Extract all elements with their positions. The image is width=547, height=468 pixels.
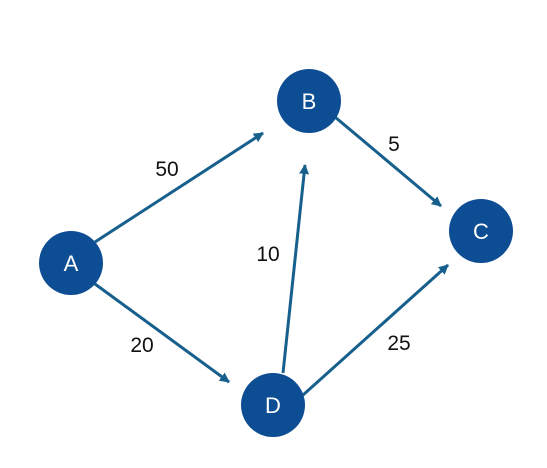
node-a-circle: [39, 231, 103, 295]
node-b-label: B: [302, 89, 317, 114]
edge-label-d-c: 25: [387, 332, 410, 355]
edge-label-a-b: 50: [155, 158, 178, 181]
node-b: B: [277, 69, 341, 133]
edges: [94, 115, 450, 397]
node-c: C: [449, 199, 513, 263]
edge-labels: 50 20 10 5 25: [130, 133, 410, 357]
edge-d-c: [301, 263, 450, 397]
node-a: A: [39, 231, 103, 295]
node-d-circle: [241, 373, 305, 437]
node-a-label: A: [64, 251, 79, 276]
node-d: D: [241, 373, 305, 437]
node-b-circle: [277, 69, 341, 133]
edge-label-d-b: 10: [256, 243, 279, 266]
node-c-circle: [449, 199, 513, 263]
node-d-label: D: [265, 393, 281, 418]
node-c-label: C: [473, 219, 489, 244]
edge-a-b: [94, 131, 264, 244]
edge-a-d: [94, 282, 230, 384]
edge-b-c: [334, 115, 442, 208]
edge-label-b-c: 5: [388, 133, 400, 156]
edge-label-a-d: 20: [130, 334, 153, 357]
edge-d-b: [281, 164, 310, 374]
